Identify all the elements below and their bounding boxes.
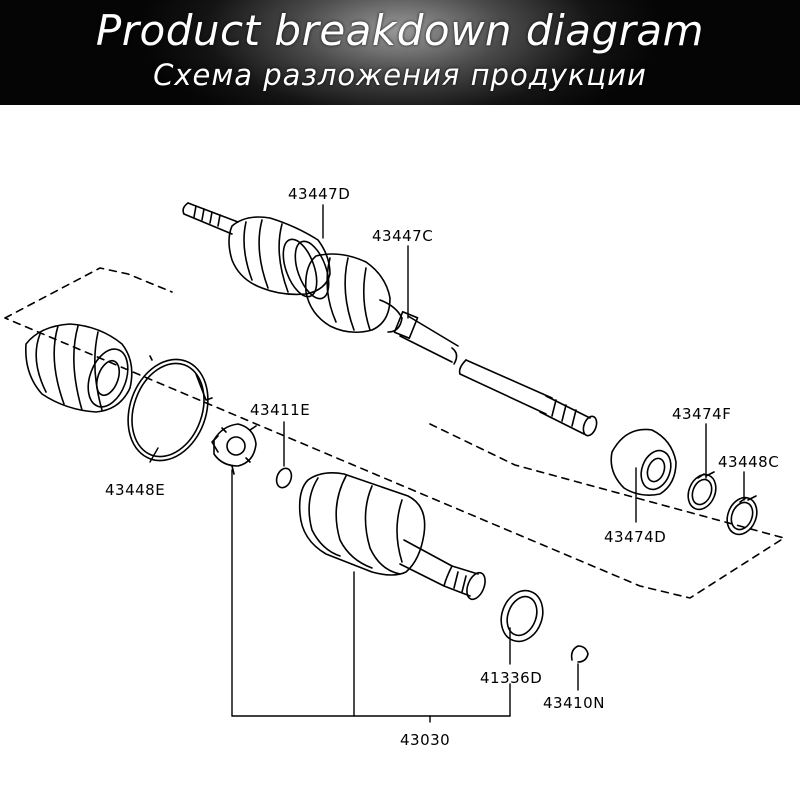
label-43448C: 43448C: [718, 453, 779, 471]
label-43410N: 43410N: [543, 694, 605, 712]
label-43474D: 43474D: [604, 528, 666, 546]
label-43030: 43030: [400, 731, 450, 749]
header-banner: Product breakdown diagram Схема разложен…: [0, 0, 800, 105]
boot-43448E-assembly: [25, 323, 213, 462]
boot-43474D: [610, 428, 677, 496]
clamp-43448C: [726, 495, 758, 536]
banner-subtitle: Схема разложения продукции: [153, 58, 647, 92]
label-43447D: 43447D: [288, 185, 350, 203]
joint-housing: [298, 472, 486, 601]
label-43448E: 43448E: [105, 481, 165, 499]
label-43474F: 43474F: [672, 405, 731, 423]
seal-41336D: [500, 589, 544, 643]
kit-boundary-dashed: [4, 267, 785, 599]
snap-ring-43410N: [570, 645, 589, 663]
label-43411E: 43411E: [250, 401, 310, 419]
label-41336D: 41336D: [480, 669, 542, 687]
leader-lines: [149, 204, 745, 723]
clamp-43474F: [687, 471, 717, 511]
snap-ring-43411E: [275, 467, 293, 489]
tripod-joint: [211, 423, 257, 475]
banner-title: Product breakdown diagram: [95, 6, 705, 55]
label-43447C: 43447C: [372, 227, 433, 245]
drive-shaft-assembly: [182, 202, 598, 437]
